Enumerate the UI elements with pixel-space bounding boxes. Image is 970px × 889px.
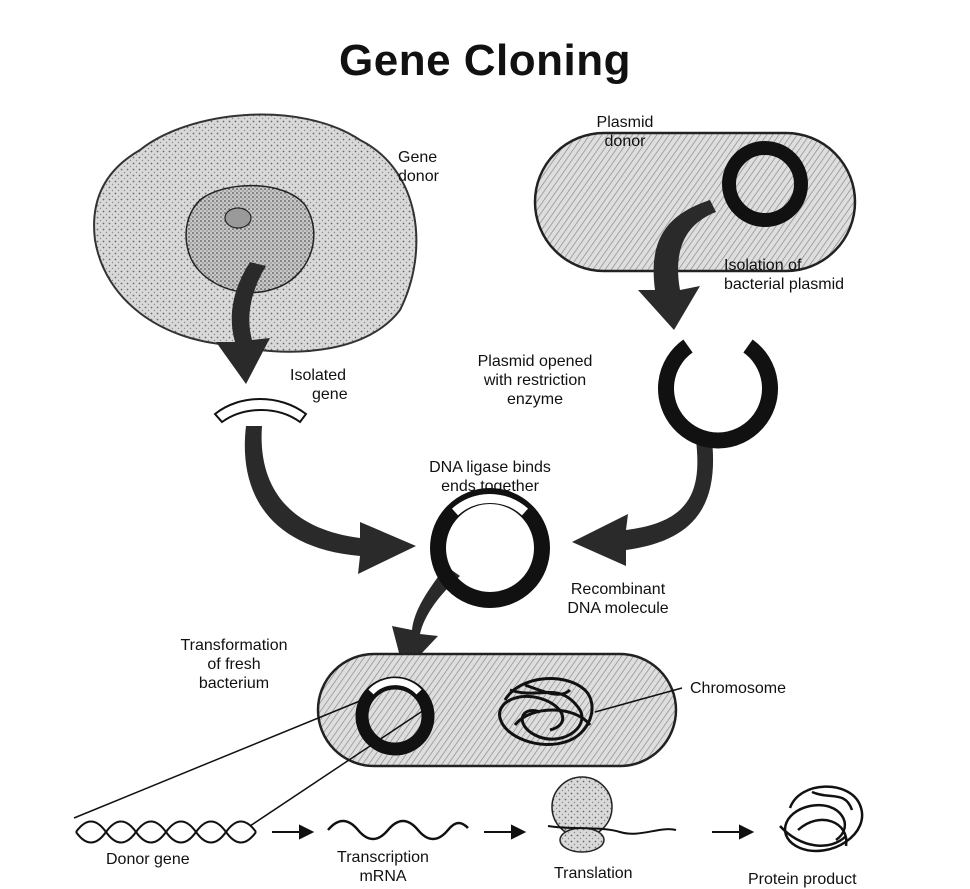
process-arrows — [216, 200, 716, 672]
step-arrows — [272, 824, 755, 840]
protein-product-label: Protein product — [748, 871, 857, 888]
ribosome — [547, 776, 677, 853]
isolated-gene-fragment — [213, 398, 308, 424]
opened-plasmid — [658, 339, 778, 449]
chromosome-tangle — [498, 677, 594, 746]
mrna-strand — [327, 819, 469, 841]
leader-lines — [73, 687, 683, 827]
fresh-bacterium — [316, 652, 678, 768]
gene-donor-cell — [93, 113, 418, 353]
diagram-title: Gene Cloning — [339, 36, 631, 85]
protein-product-shape — [779, 785, 864, 853]
translation-label: Translation — [554, 865, 633, 882]
donor-gene-label: Donor gene — [106, 851, 190, 868]
donor-gene-helix — [75, 820, 257, 844]
recombinant-dna-molecule — [430, 488, 550, 608]
plasmid-ring — [722, 141, 808, 227]
plasmid-donor-bacterium — [533, 131, 857, 273]
nucleolus — [224, 207, 252, 229]
chromosome-label: Chromosome — [690, 680, 787, 697]
